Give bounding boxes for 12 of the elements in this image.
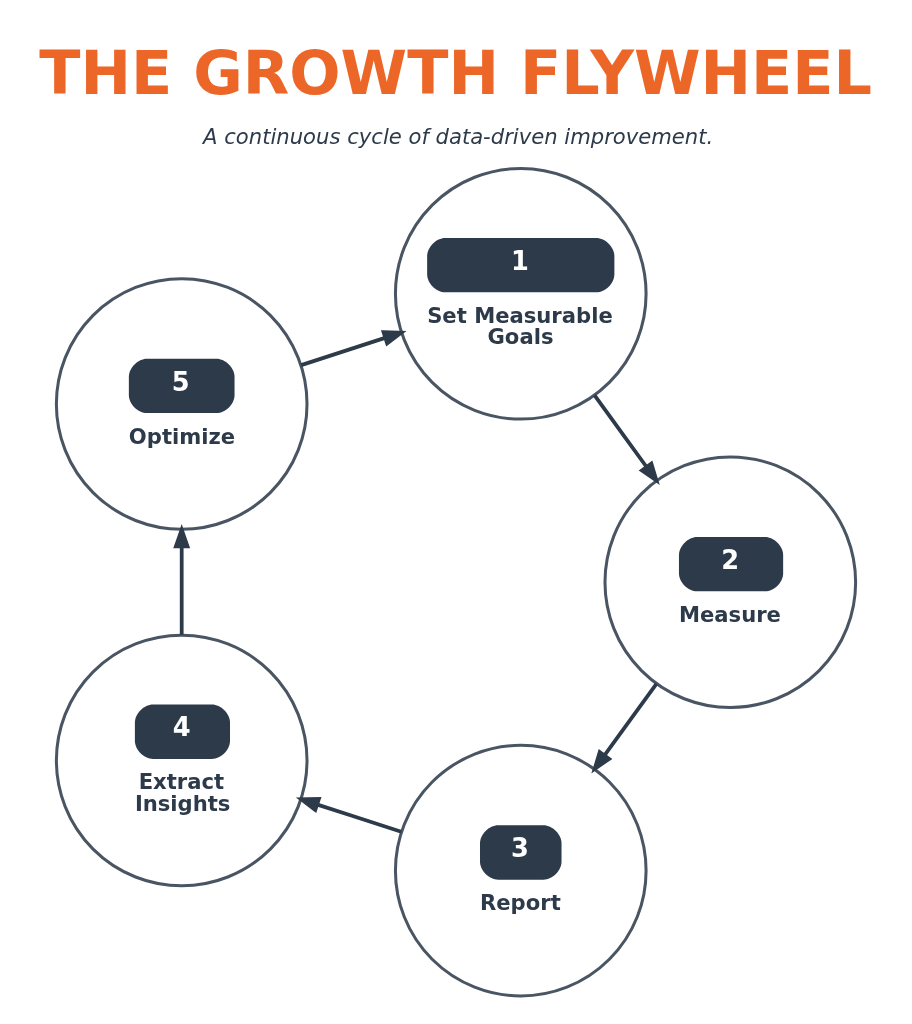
node-circle: 3 Report <box>393 743 648 998</box>
node-circle: 2 Measure <box>603 455 858 710</box>
arrow <box>300 330 407 367</box>
node-circle: 5 Optimize <box>54 277 309 531</box>
arrow <box>295 797 402 834</box>
diagram-title: THE GROWTH FLYWHEEL <box>39 37 873 108</box>
caption: A continuous cycle of data-driven improvement. <box>203 123 714 149</box>
arrow <box>173 524 191 635</box>
arrow <box>591 682 658 774</box>
arrow <box>593 394 660 486</box>
node-circle: 4 Extract Insights <box>54 633 309 888</box>
node-circle: 1 Set Measurable Goals <box>393 166 648 421</box>
